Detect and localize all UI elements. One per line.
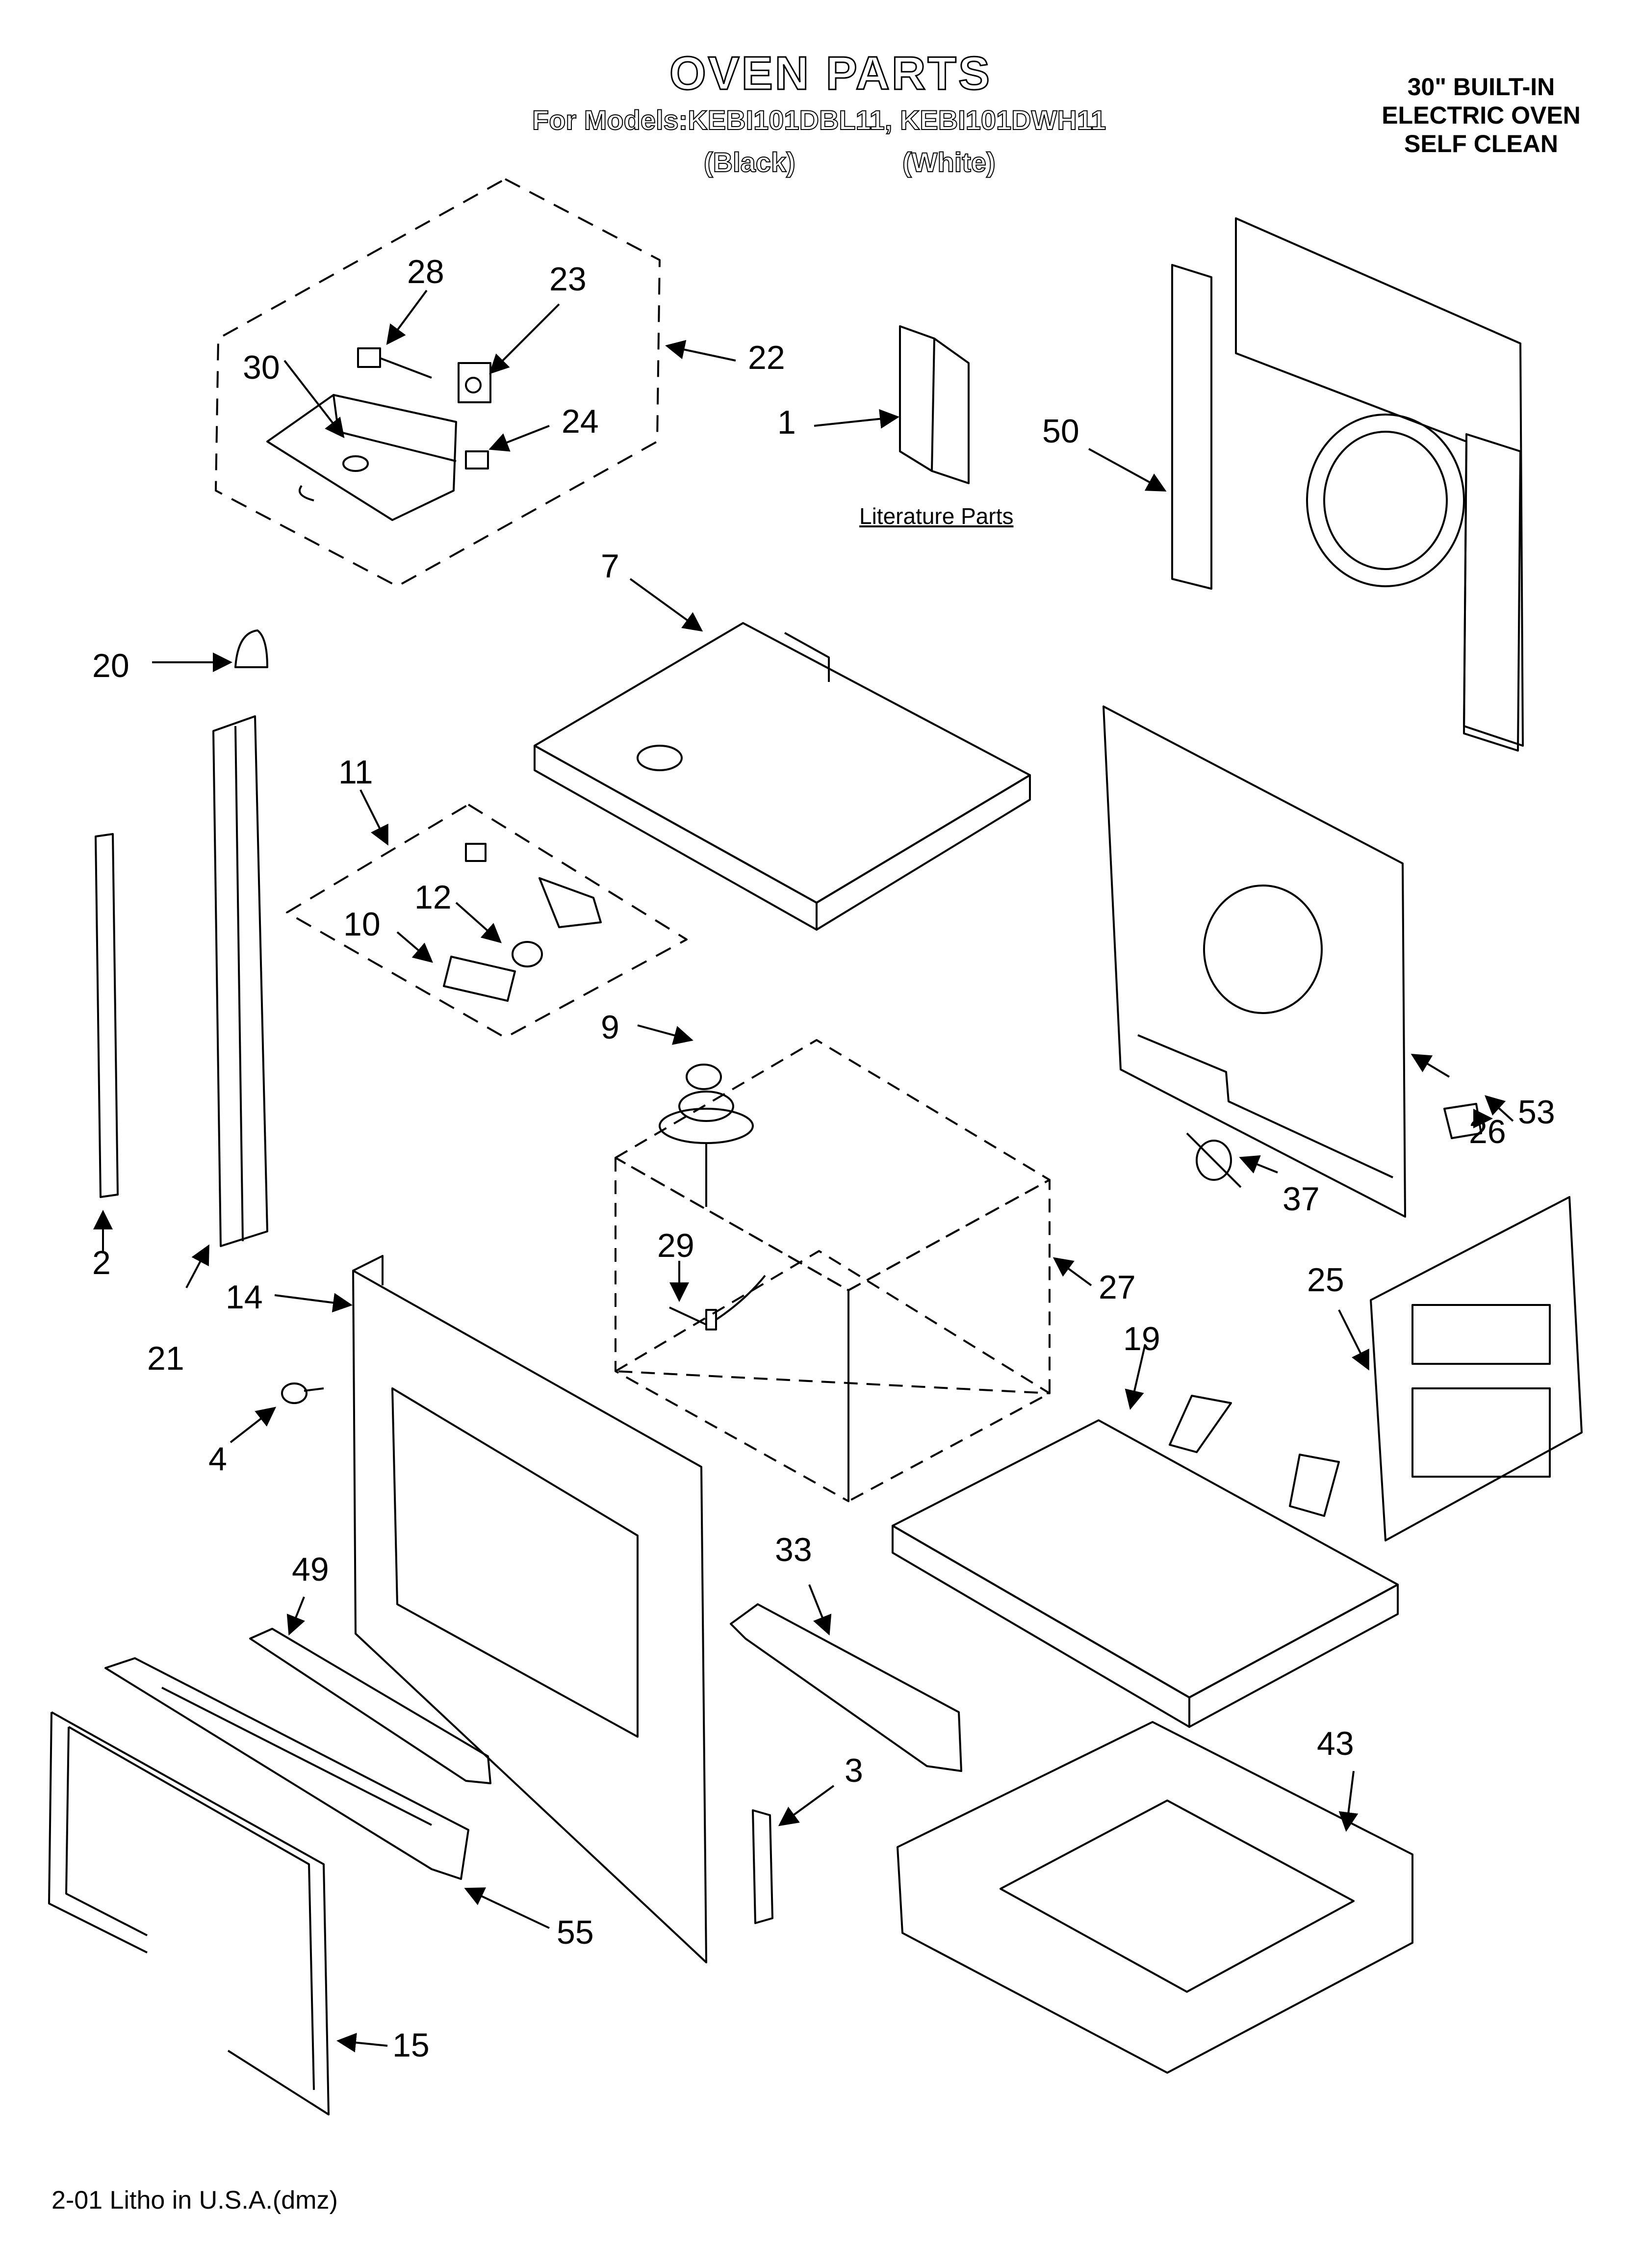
callout-11: 11	[338, 754, 373, 791]
callout-43: 43	[1317, 1725, 1354, 1762]
bottom-cover-19	[892, 1395, 1399, 1728]
models-line: For Models:KEBI101DBL11, KEBI101DWH11	[532, 104, 1106, 136]
callout-27: 27	[1099, 1269, 1136, 1306]
sensor-9	[659, 1064, 754, 1207]
callout-9: 9	[601, 1009, 619, 1046]
side-panel-25	[1370, 1196, 1583, 1541]
side-trim-21	[212, 715, 268, 1247]
callout-2: 2	[92, 1244, 111, 1281]
variant-black: (Black)	[703, 146, 796, 178]
callout-55: 55	[557, 1914, 594, 1951]
description-line-2: ELECTRIC OVEN	[1382, 102, 1581, 129]
callout-1: 1	[777, 404, 796, 441]
trim-cap-20	[234, 629, 268, 668]
callout-4: 4	[208, 1440, 227, 1478]
callout-20: 20	[92, 647, 129, 684]
callout-49: 49	[292, 1551, 329, 1588]
rear-panel-50	[1171, 217, 1524, 752]
clip-53	[1443, 1103, 1482, 1139]
front-frame-14	[352, 1255, 707, 1963]
callout-33: 33	[775, 1531, 812, 1568]
callout-7: 7	[601, 547, 619, 585]
callout-29: 29	[657, 1227, 694, 1264]
top-panel-7	[534, 622, 1031, 931]
description-line-3: SELF CLEAN	[1404, 130, 1558, 157]
callout-12: 12	[414, 879, 452, 916]
callout-21: 21	[147, 1340, 184, 1377]
page-title: OVEN PARTS	[669, 47, 992, 101]
control-bracket	[266, 394, 457, 521]
callout-15: 15	[392, 2027, 430, 2064]
door-gasket-15	[48, 1711, 330, 2115]
oven-liner-27	[615, 1039, 1051, 1502]
rail-33	[730, 1603, 962, 1772]
description-line-1: 30" BUILT-IN	[1407, 73, 1555, 101]
lens-10	[443, 956, 516, 1002]
oven-description: 30" BUILT-IN ELECTRIC OVEN SELF CLEAN	[1354, 73, 1609, 158]
bracket-49	[249, 1628, 491, 1784]
callout-26: 26	[1469, 1113, 1506, 1150]
callout-50: 50	[1042, 413, 1079, 450]
light-socket	[465, 843, 602, 928]
thermostat-37	[1186, 1132, 1242, 1188]
callout-28: 28	[407, 253, 444, 290]
callout-19: 19	[1123, 1320, 1160, 1357]
probe-29	[669, 1275, 766, 1330]
screw-4	[281, 1382, 324, 1404]
hinge-3	[752, 1809, 773, 1924]
callout-14: 14	[226, 1278, 263, 1316]
light-assembly-group	[286, 804, 688, 1039]
callout-24: 24	[562, 403, 599, 440]
callout-30: 30	[243, 349, 280, 386]
bottom-tray-43	[897, 1721, 1413, 2074]
callout-23: 23	[549, 261, 587, 298]
callout-53: 53	[1518, 1094, 1555, 1131]
bulb-12	[512, 941, 543, 967]
vent-trim-2	[95, 833, 119, 1198]
vent-grille-55	[104, 1657, 469, 1880]
literature-parts-book	[899, 325, 970, 484]
variant-white: (White)	[902, 146, 996, 178]
callout-3: 3	[845, 1752, 863, 1789]
callout-22: 22	[748, 339, 785, 376]
switch-24	[465, 450, 489, 469]
callout-37: 37	[1283, 1180, 1320, 1218]
switch-28	[357, 347, 432, 379]
footer-print-info: 2-01 Litho in U.S.A.(dmz)	[51, 2186, 338, 2215]
callout-10: 10	[343, 906, 381, 943]
literature-parts-label: Literature Parts	[859, 503, 1014, 529]
inner-rear-panel-26	[1103, 705, 1406, 1218]
control-assembly-group	[215, 178, 661, 587]
lock-switch-23	[458, 362, 491, 403]
callout-25: 25	[1307, 1261, 1344, 1299]
